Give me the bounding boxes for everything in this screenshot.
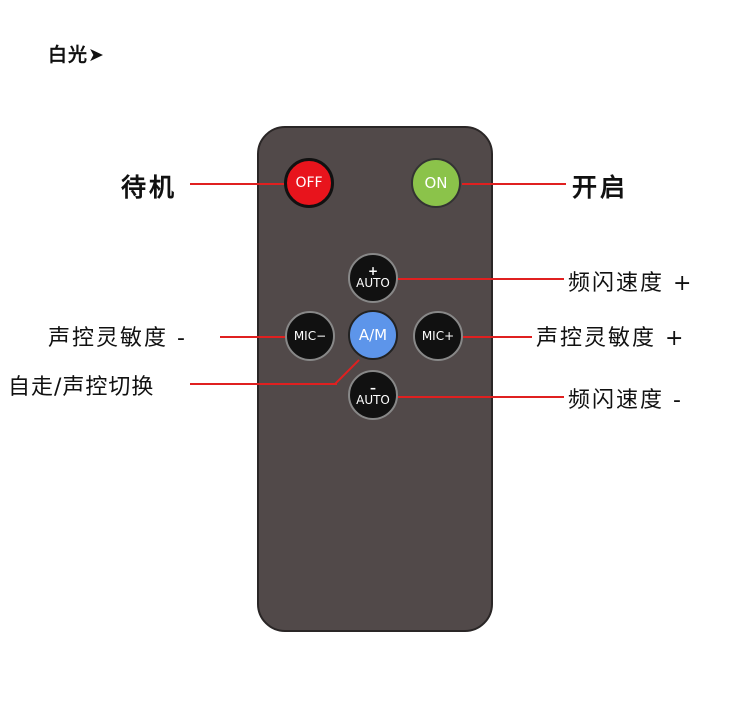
header-title: 白光➤ [48,44,105,66]
sound-sensitivity-minus-label: 声控灵敏度 - [48,326,187,351]
auto-minus-button[interactable]: – AUTO [348,370,398,420]
plus-sign: + [367,264,379,278]
sound-sensitivity-minus-leader-line [220,336,287,338]
flash-speed-minus-label: 频闪速度 - [568,388,683,413]
am-button[interactable]: A/M [348,310,398,360]
flash-speed-minus-leader-line [398,396,564,398]
mic-plus-label: MIC+ [421,329,455,343]
standby-leader-line [190,183,286,185]
minus-sign: – [370,381,376,395]
mic-minus-button[interactable]: MIC− [285,311,335,361]
standby-label: 待机 [121,173,178,202]
on-button-label: ON [424,174,448,192]
on-button[interactable]: ON [411,158,461,208]
off-button-label: OFF [295,175,323,191]
mic-plus-button[interactable]: MIC+ [413,311,463,361]
flash-speed-plus-label: 频闪速度 + [568,271,694,296]
flash-speed-plus-leader-line [398,278,564,280]
auto-plus-label: AUTO [356,276,390,290]
auto-minus-label: AUTO [356,393,390,407]
power-on-leader-line [462,183,566,185]
off-button[interactable]: OFF [284,158,334,208]
power-on-label: 开启 [572,173,629,202]
auto-plus-button[interactable]: + AUTO [348,253,398,303]
sound-sensitivity-plus-leader-line [462,336,532,338]
auto-sound-switch-label: 自走/声控切换 [8,375,155,400]
am-button-label: A/M [358,326,388,344]
auto-sound-switch-leader-line [190,383,337,385]
mic-minus-label: MIC− [293,329,327,343]
sound-sensitivity-plus-label: 声控灵敏度 + [536,326,686,351]
